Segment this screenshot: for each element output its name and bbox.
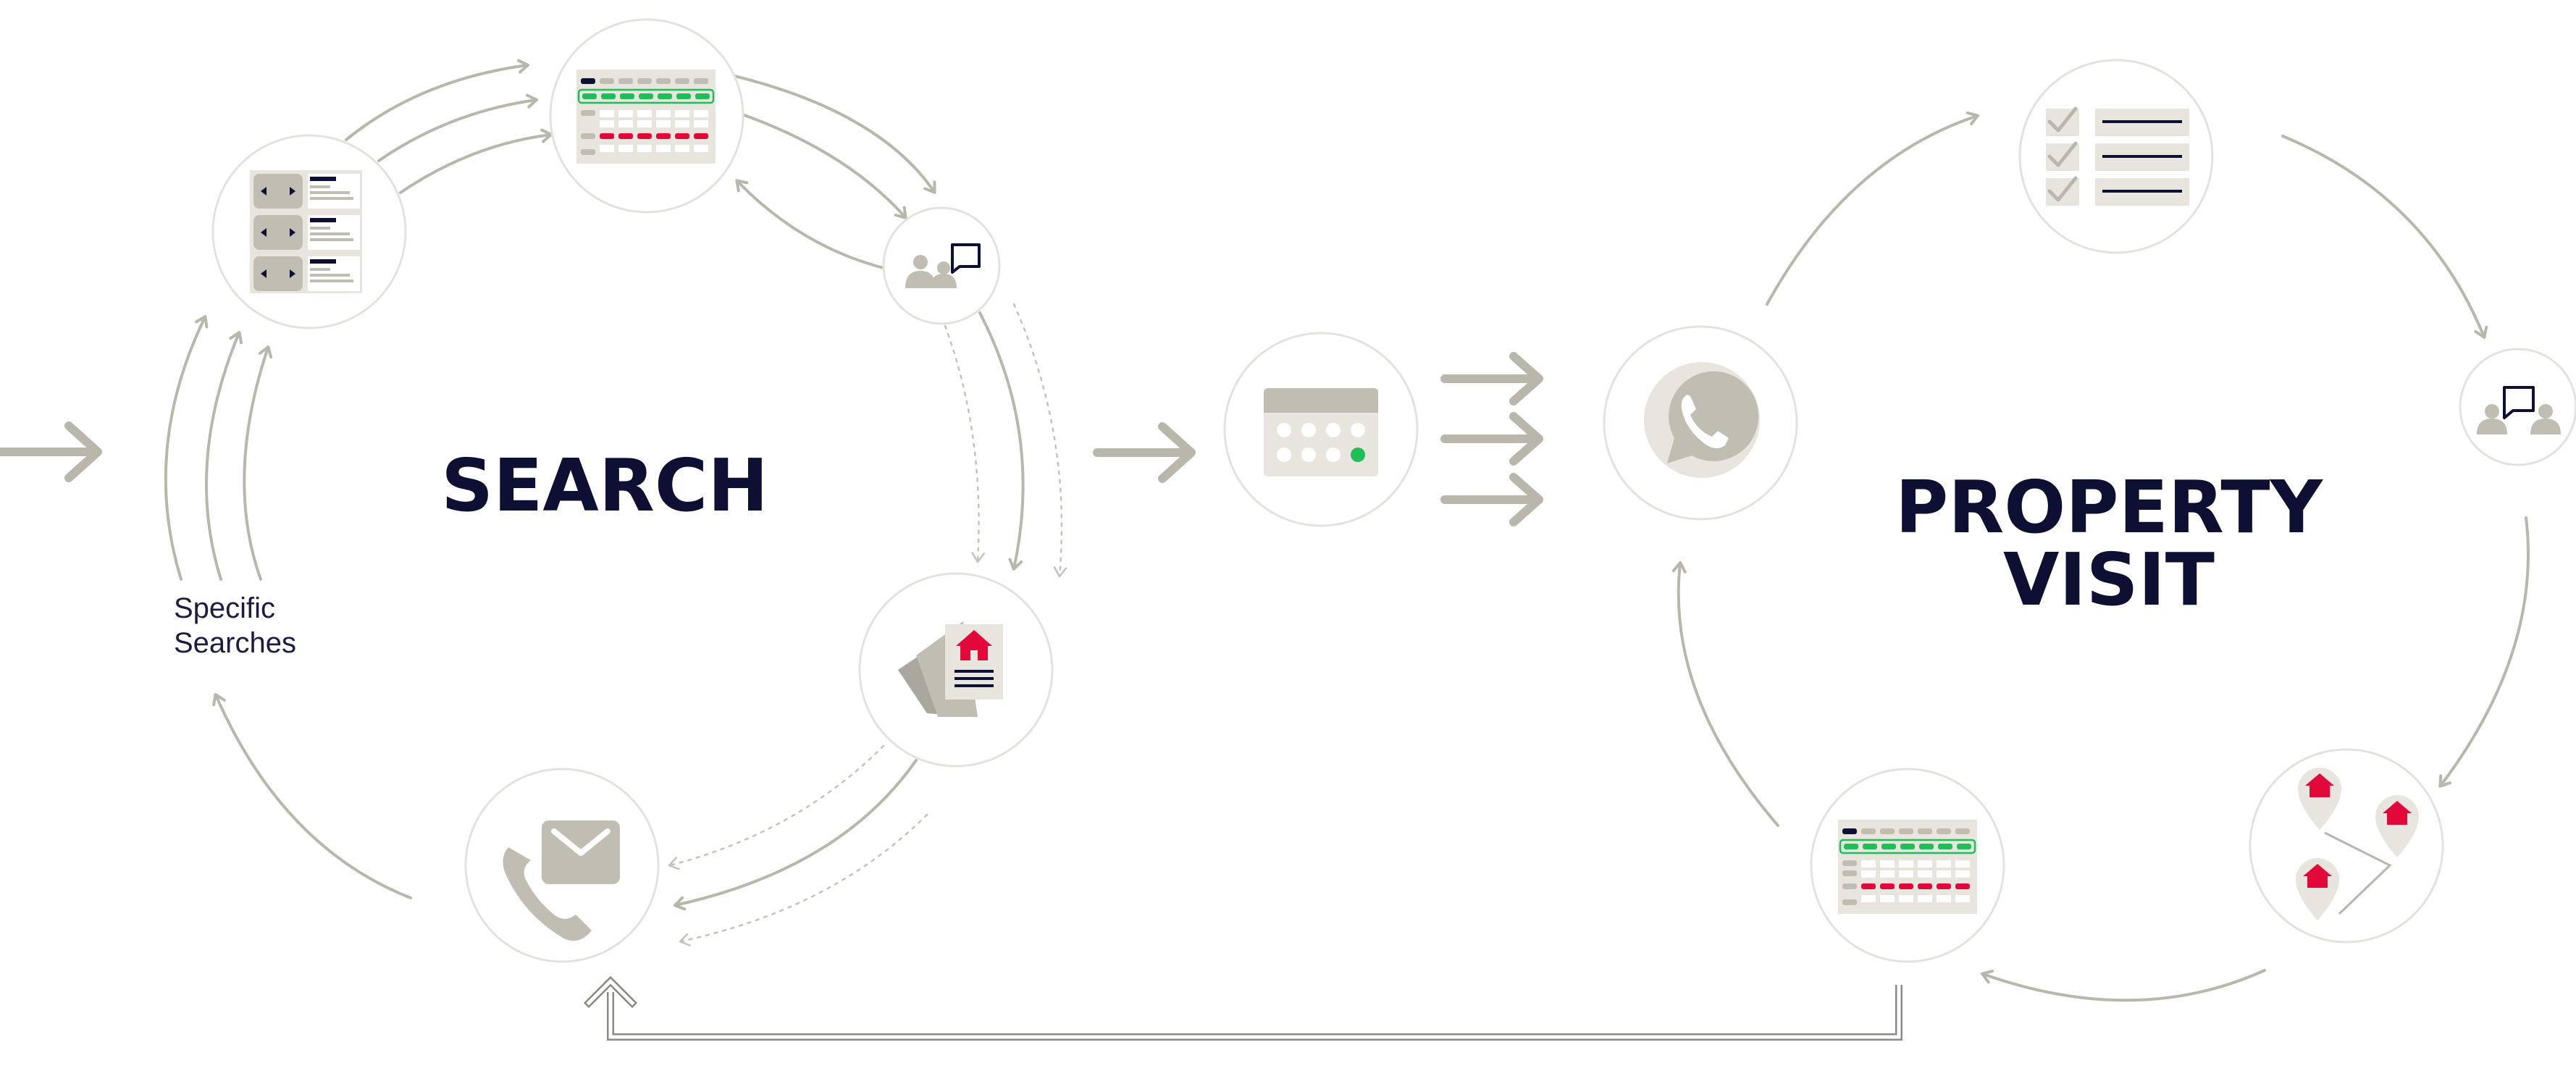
calendar-grid-icon bbox=[576, 70, 716, 164]
node-client-chat bbox=[882, 206, 1001, 325]
specific-searches-label-line2: Searches bbox=[174, 627, 296, 659]
calendar-to-whatsapp-arrows bbox=[1440, 352, 1543, 526]
node-whatsapp bbox=[1603, 325, 1798, 521]
house-documents-icon bbox=[898, 621, 1003, 717]
node-availability-grid bbox=[549, 18, 744, 214]
people-chat-icon bbox=[905, 243, 981, 288]
node-visit-grid bbox=[1810, 768, 2005, 963]
search-label: SEARCH bbox=[441, 443, 768, 528]
listing-cards-icon bbox=[250, 170, 362, 293]
map-pins-icon bbox=[2296, 768, 2419, 920]
node-checklist bbox=[2018, 59, 2214, 254]
property-visit-label-line2: VISIT bbox=[2003, 537, 2215, 622]
entry-arrow bbox=[0, 421, 102, 482]
search-dotted-arrows bbox=[668, 303, 1067, 946]
node-route-map bbox=[2249, 748, 2444, 944]
node-calendar bbox=[1223, 332, 1419, 527]
whatsapp-icon bbox=[1644, 362, 1760, 478]
node-meeting bbox=[2459, 348, 2576, 466]
calendar-grid-icon bbox=[1838, 820, 1977, 914]
specific-searches-label-line1: Specific bbox=[174, 592, 275, 624]
visit-cycle-arrows bbox=[1671, 111, 2530, 1002]
search-cycle-arrows bbox=[164, 59, 1025, 911]
search-to-calendar-arrow bbox=[1093, 422, 1196, 483]
property-visit-label-line1: PROPERTY bbox=[1895, 465, 2324, 550]
node-listings bbox=[211, 134, 407, 329]
people-chat-icon bbox=[2477, 386, 2561, 434]
phone-mail-icon bbox=[503, 820, 620, 941]
return-connector bbox=[583, 975, 1902, 1041]
node-phone-email bbox=[464, 768, 660, 963]
node-property-brochures bbox=[858, 572, 1054, 768]
checklist-icon bbox=[2046, 106, 2189, 206]
calendar-icon bbox=[1264, 388, 1378, 476]
